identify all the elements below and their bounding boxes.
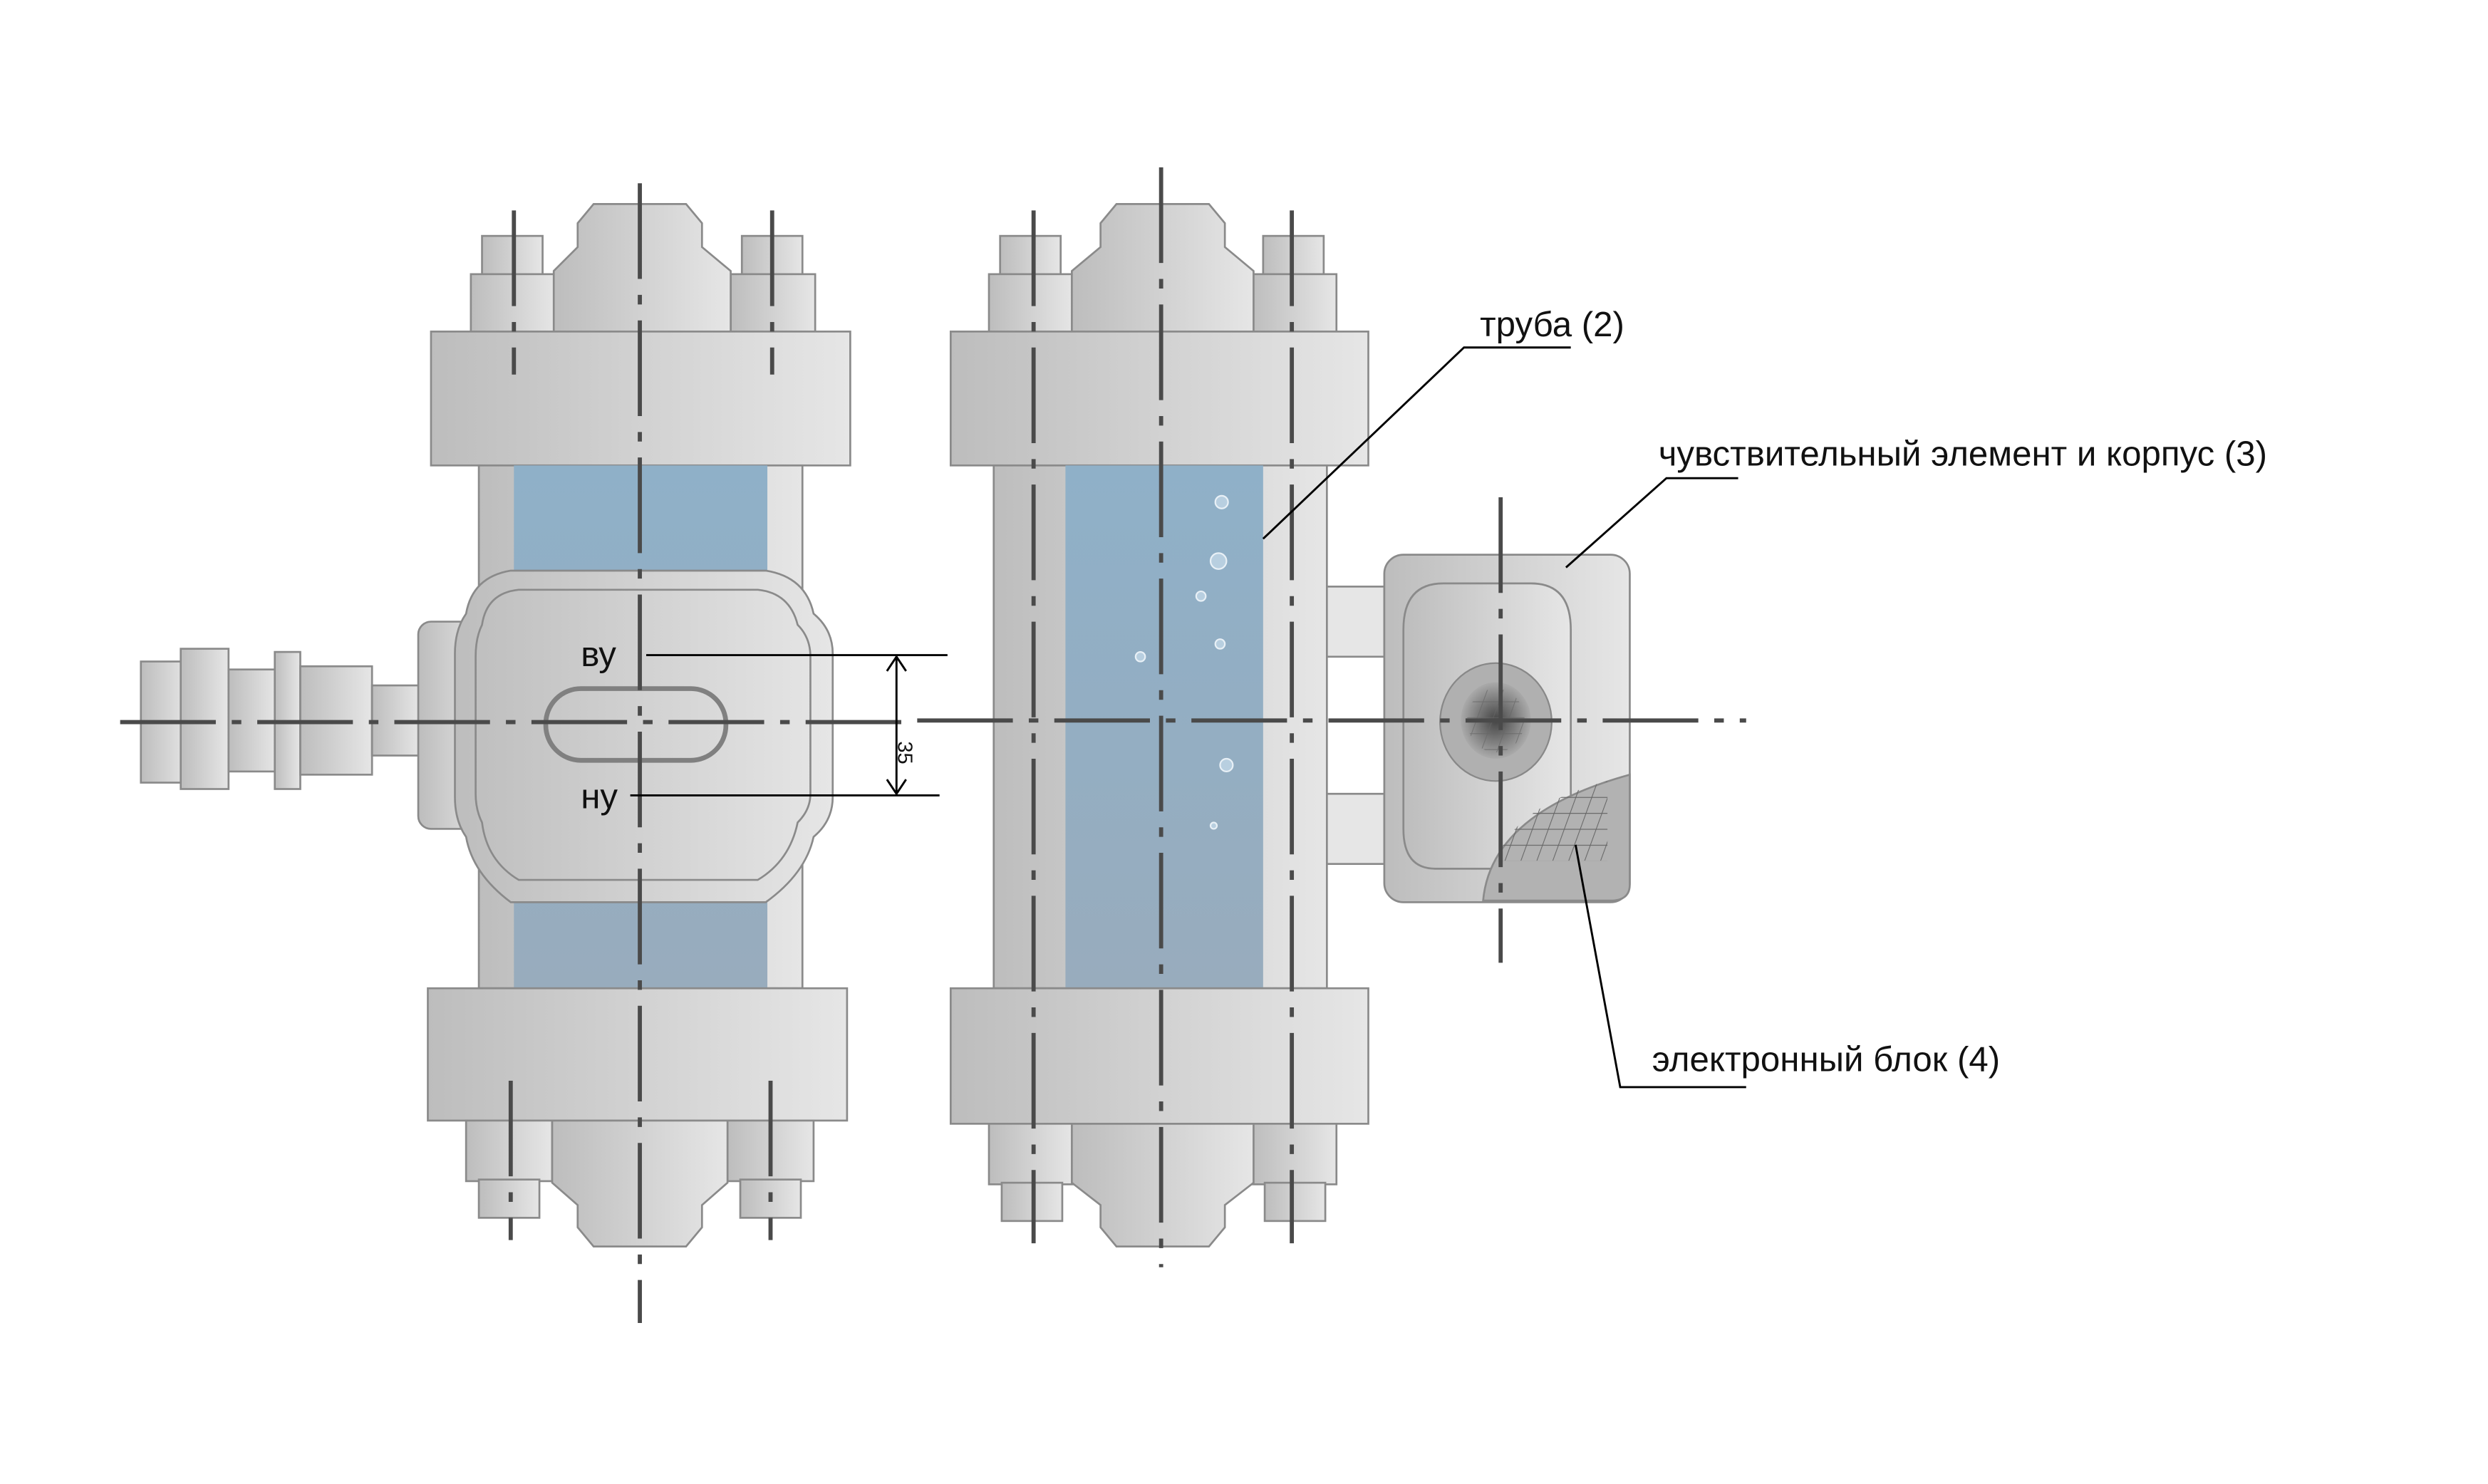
side-view-assembly xyxy=(917,167,1746,1267)
level-dimension: 35 ву ну xyxy=(581,635,948,816)
sensor-housing-front xyxy=(454,569,834,903)
pipe-label: труба (2) xyxy=(1480,305,1624,344)
top-cap xyxy=(552,203,732,336)
left-view-assembly xyxy=(120,183,918,1324)
callout-pipe: труба (2) xyxy=(1262,305,1624,540)
upper-level-label: ву xyxy=(581,635,616,674)
water-column-side xyxy=(1065,465,1263,989)
air-bubbles xyxy=(1134,494,1234,830)
sensor-box xyxy=(1383,554,1631,903)
connector-fitting xyxy=(140,648,421,790)
callout-sensor-housing: чувствительный элемент и корпус (3) xyxy=(1565,434,2267,569)
sensor-housing-label: чувствительный элемент и корпус (3) xyxy=(1659,434,2267,473)
dimension-value: 35 xyxy=(893,741,916,764)
sight-slot xyxy=(543,686,729,763)
callout-electronics: электронный блок (4) xyxy=(1574,844,2000,1089)
lower-level-label: ну xyxy=(581,777,618,816)
electronics-label: электронный блок (4) xyxy=(1652,1040,2000,1079)
bottom-flange xyxy=(427,987,849,1122)
